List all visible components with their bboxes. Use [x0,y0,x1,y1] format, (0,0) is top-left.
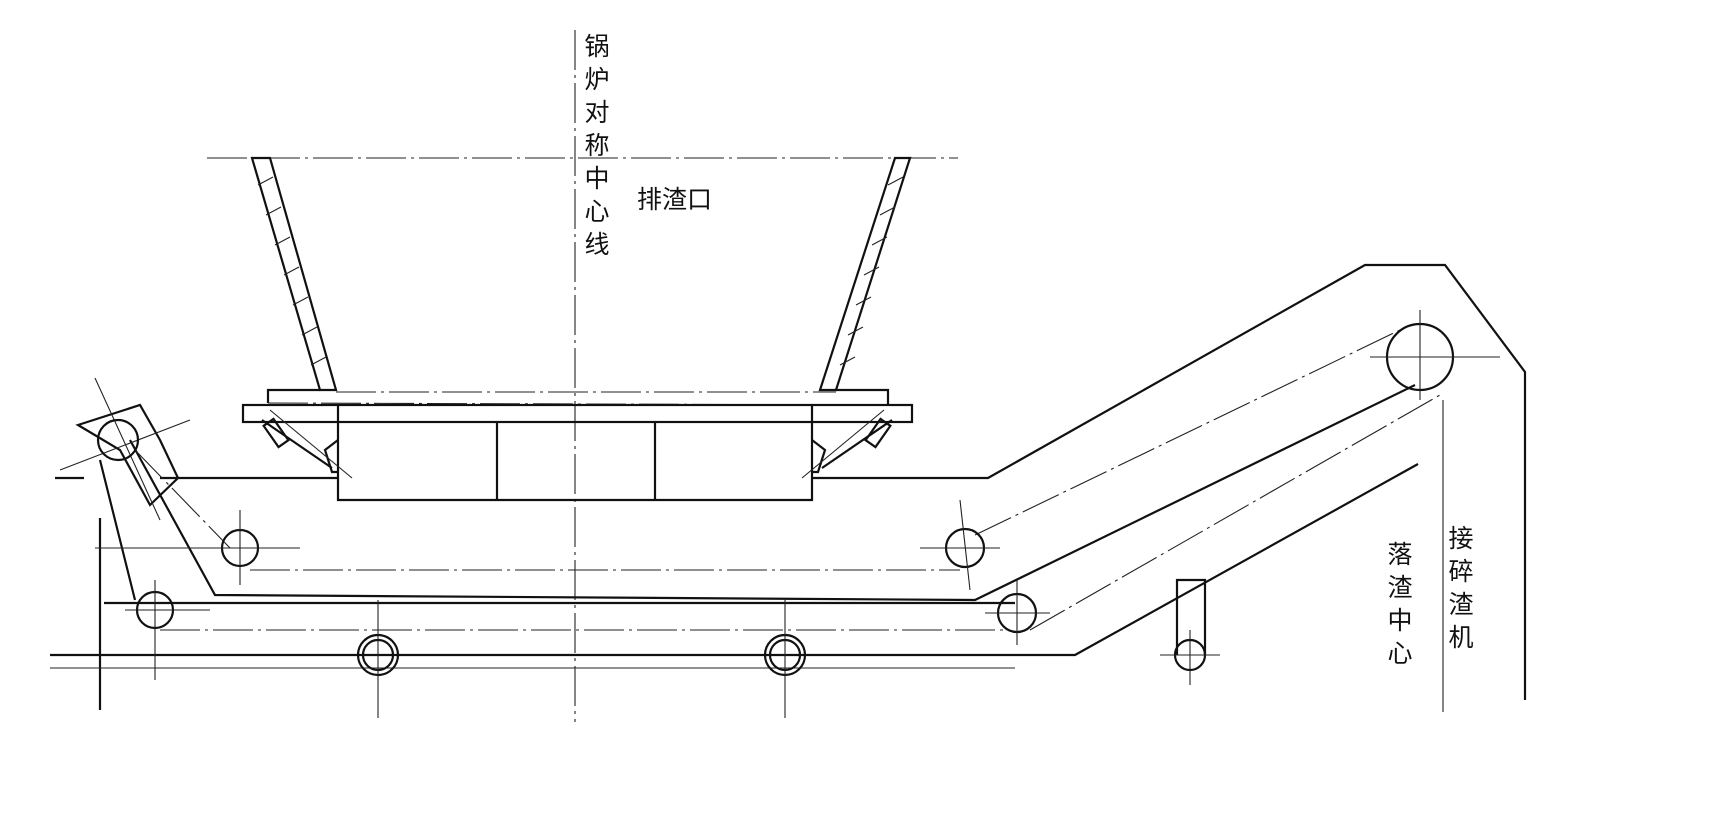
roller [96,418,140,462]
to-slag-crusher-label: 接碎渣机 [1448,524,1474,652]
slag-box [261,405,893,502]
boiler-centerline-label: 锅炉对称中心线 [584,32,610,259]
rollers [95,310,1500,718]
conveyor-casing [50,263,1527,710]
hopper [250,156,912,392]
slag-outlet-label: 排渣口 [637,185,713,214]
slag-drop-center-label: 落渣中心 [1387,540,1413,668]
outlet-flange [241,388,914,424]
tension-arm [59,329,1441,631]
